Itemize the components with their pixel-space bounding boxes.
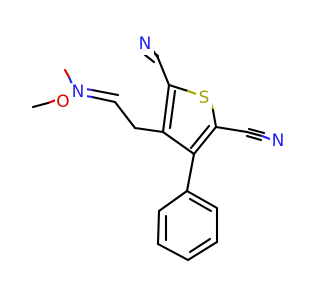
atom-n-top: N bbox=[139, 34, 152, 54]
bond-c2-cn bbox=[156, 56, 171, 87]
bond-c5-cn bbox=[214, 125, 249, 134]
atom-n-oxime: N bbox=[72, 82, 85, 102]
molecule-drawing: N S N O N bbox=[31, 34, 286, 262]
bond-c5-c4-double bbox=[189, 124, 211, 150]
bond-c2-s-colored bbox=[186, 89, 198, 96]
bond-c3-c2-double bbox=[168, 89, 177, 130]
bond-c3-ch2 bbox=[133, 126, 165, 134]
bond-c4-c3 bbox=[161, 130, 196, 156]
bond-ch-n-double bbox=[90, 88, 120, 97]
bond-o-ch3 bbox=[31, 101, 50, 109]
nitrile-right-triple-1 bbox=[260, 134, 272, 141]
phenyl-bond-6 bbox=[185, 189, 219, 210]
bond-n-o-colored-n bbox=[67, 75, 74, 86]
label-bg-n-right bbox=[270, 131, 286, 151]
nitrile-right-triple-2 bbox=[247, 127, 266, 135]
structure-canvas: N S N O N bbox=[31, 34, 286, 262]
bond-s-c5 bbox=[211, 108, 218, 129]
bond-ch2-ch bbox=[113, 100, 137, 130]
nitrile-top-triple-3 bbox=[143, 53, 156, 64]
label-bg-o-ether bbox=[55, 93, 71, 113]
atom-o-ether: O bbox=[56, 92, 69, 112]
bond-c3-c2 bbox=[161, 83, 171, 134]
phenyl-bond-2 bbox=[156, 209, 161, 246]
bond-c4-phenyl bbox=[185, 152, 196, 193]
bond-c2-s bbox=[167, 83, 190, 93]
label-bg-n-oxime bbox=[71, 83, 87, 103]
nitrile-right-carbon bbox=[245, 130, 264, 138]
phenyl-double-3 bbox=[188, 197, 213, 213]
nitrile-right-triple-3 bbox=[245, 134, 263, 142]
atom-s-ring: S bbox=[199, 88, 210, 108]
phenyl-double-2 bbox=[188, 237, 212, 254]
phenyl-bond-4 bbox=[186, 240, 219, 262]
label-bg-n-top bbox=[138, 35, 154, 55]
bond-c5-c4 bbox=[192, 125, 218, 156]
bond-o-ch3-colored bbox=[46, 98, 58, 105]
label-bg-s-ring bbox=[196, 88, 212, 108]
atom-n-right: N bbox=[272, 131, 285, 151]
bond-ch-n bbox=[90, 95, 117, 104]
bond-n-o-colored-o bbox=[63, 68, 71, 79]
phenyl-bond-1 bbox=[157, 189, 189, 213]
phenyl-bond-3 bbox=[156, 242, 190, 262]
